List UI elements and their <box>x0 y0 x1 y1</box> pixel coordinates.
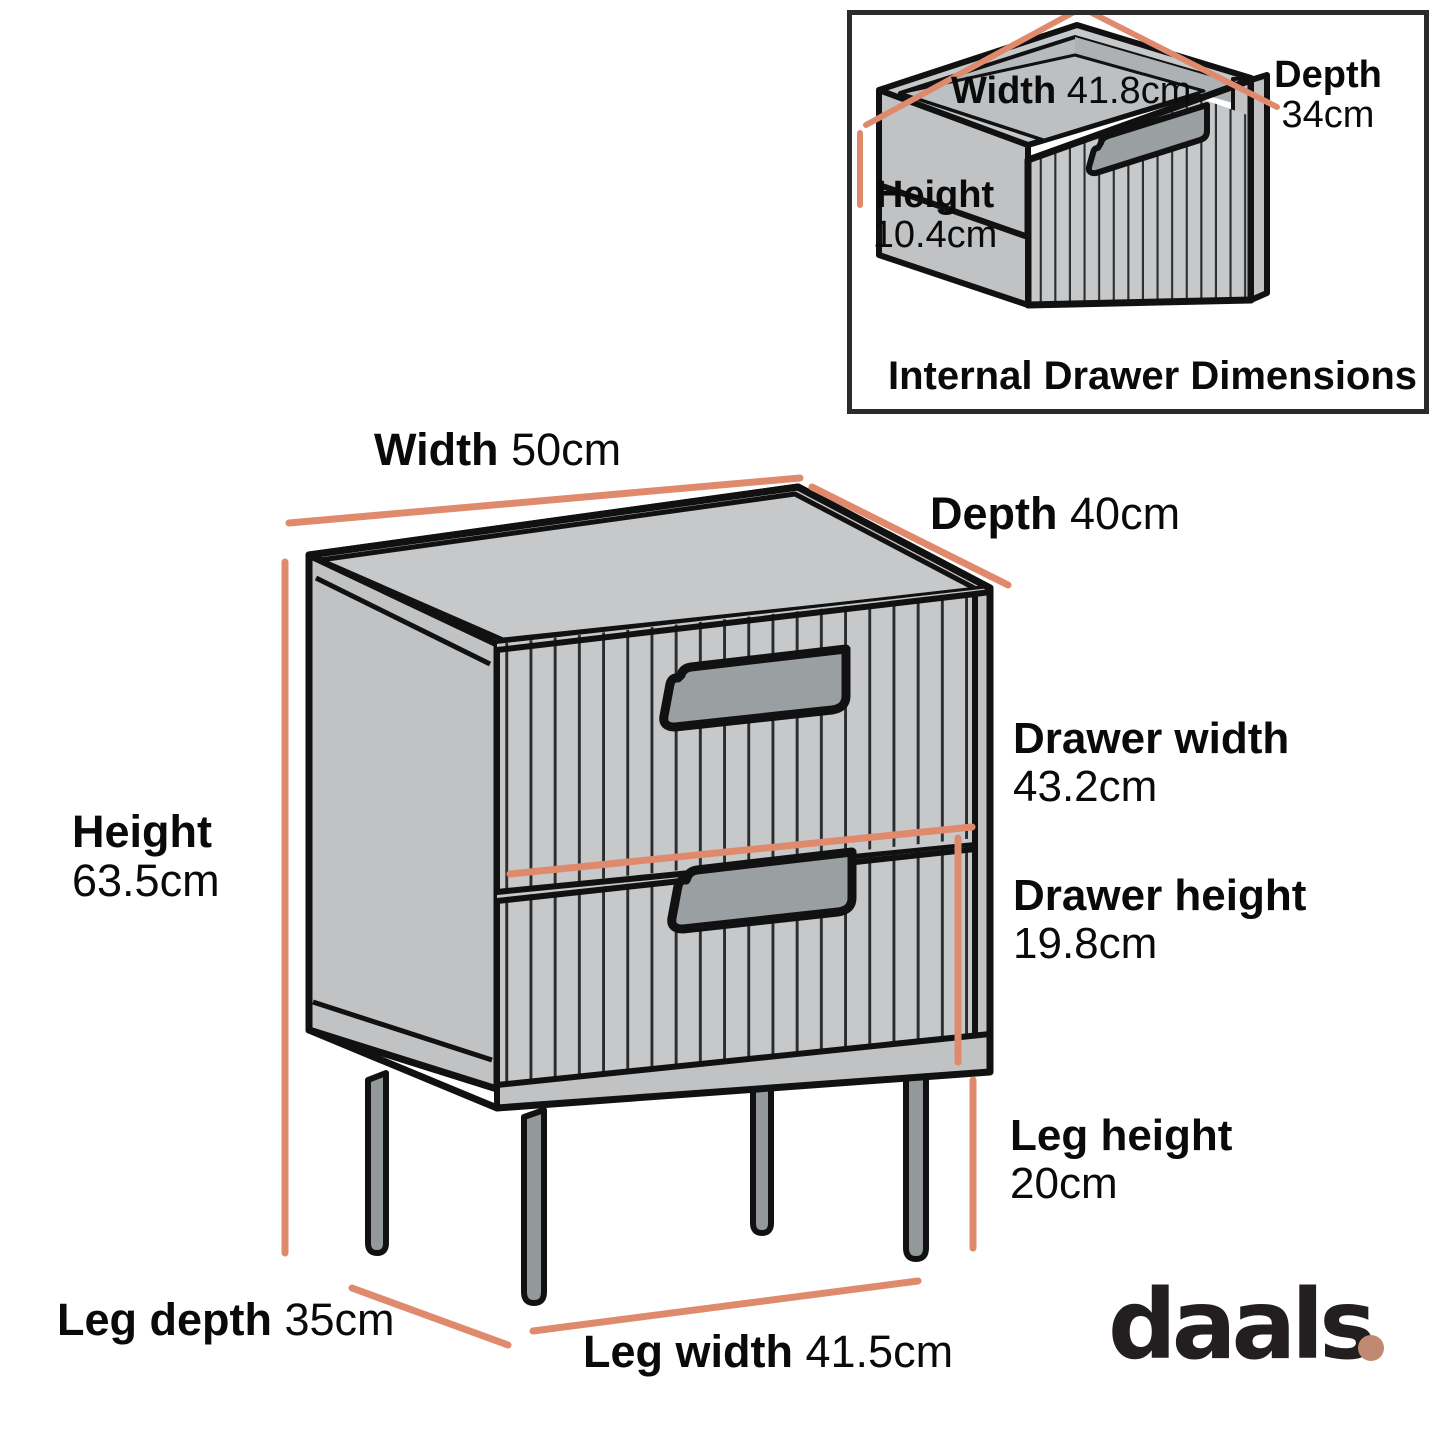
label-height-value: 63.5cm <box>72 854 220 906</box>
label-drawer-height-value: 19.8cm <box>1013 918 1158 968</box>
label-leg-height-value: 20cm <box>1010 1158 1118 1208</box>
label-width: Width 50cm <box>374 424 622 475</box>
label-depth-value: 40cm <box>1070 488 1181 539</box>
inset-dimension-line-width <box>863 15 1075 128</box>
inset-label-width-title: Width <box>951 70 1057 112</box>
logo-dot <box>1358 1335 1384 1361</box>
label-width-value: 50cm <box>511 424 622 475</box>
leg-back-right <box>750 1073 774 1236</box>
inset-label-depth-value: 34cm <box>1281 94 1375 137</box>
inset-title: Internal Drawer Dimensions <box>888 354 1418 398</box>
label-drawer-height: Drawer height 19.8cm <box>1013 872 1306 967</box>
label-height: Height 63.5cm <box>72 806 220 906</box>
leg-back-left <box>365 1070 389 1256</box>
label-leg-height-title: Leg height <box>1010 1111 1233 1160</box>
label-depth-title: Depth <box>930 488 1058 539</box>
cabinet-left-side-panel <box>305 551 501 1093</box>
drawer-handle-cutout <box>1085 102 1210 177</box>
drawer-left-lower <box>876 182 1031 308</box>
label-leg-depth-title: Leg depth <box>57 1294 272 1345</box>
label-leg-height: Leg height 20cm <box>1010 1112 1232 1207</box>
dimension-lines <box>281 474 1012 1349</box>
leg-front-left <box>521 1107 547 1306</box>
inset-label-depth: Depth 34cm <box>1263 55 1393 136</box>
drawer-interior-floor <box>898 53 1206 142</box>
label-drawer-width-title: Drawer width <box>1013 714 1290 763</box>
label-leg-depth-value: 35cm <box>284 1294 395 1345</box>
inset-label-height-title: Height <box>875 174 995 216</box>
inset-label-width: Width 41.8cm <box>951 71 1191 111</box>
inset-label-height-value: 10.4cm <box>872 214 998 257</box>
label-leg-width-title: Leg width <box>583 1326 793 1377</box>
label-leg-width: Leg width 41.5cm <box>583 1326 954 1377</box>
drawer-interior-back <box>1075 37 1233 103</box>
inset-label-depth-title: Depth <box>1274 54 1382 96</box>
leg-front-right <box>903 1063 929 1262</box>
cabinet-outline <box>305 483 994 1112</box>
dimension-line-depth <box>808 483 1012 589</box>
inset-dimension-line-depth <box>1089 15 1280 110</box>
logo-wordmark: daals <box>1108 1269 1376 1381</box>
internal-drawer-inset-panel: Width 41.8cm Depth 34cm Height 10.4cm In… <box>847 10 1429 414</box>
label-drawer-height-title: Drawer height <box>1013 871 1307 920</box>
dimension-line-leg-width <box>529 1277 922 1335</box>
inset-label-width-value: 41.8cm <box>1066 70 1192 112</box>
dimension-line-drawer-width <box>506 823 976 878</box>
label-leg-width-value: 41.5cm <box>805 1326 954 1377</box>
inset-dimension-lines <box>857 15 1280 208</box>
daals-logo: daals <box>1108 1277 1408 1375</box>
label-depth: Depth 40cm <box>930 488 1181 539</box>
label-drawer-width-value: 43.2cm <box>1013 761 1158 811</box>
drawer-top-handle[interactable] <box>659 644 851 732</box>
dimension-line-width <box>285 474 804 527</box>
drawer-bottom-handle[interactable] <box>667 847 857 934</box>
inset-label-height: Height 10.4cm <box>870 175 1000 256</box>
legs-group <box>365 1063 929 1306</box>
dimension-line-leg-depth <box>348 1284 512 1349</box>
internal-drawer-illustration <box>857 15 1280 309</box>
label-drawer-width: Drawer width 43.2cm <box>1013 715 1289 810</box>
label-leg-depth: Leg depth 35cm <box>57 1294 395 1345</box>
label-height-title: Height <box>72 806 212 857</box>
label-width-title: Width <box>374 424 499 475</box>
